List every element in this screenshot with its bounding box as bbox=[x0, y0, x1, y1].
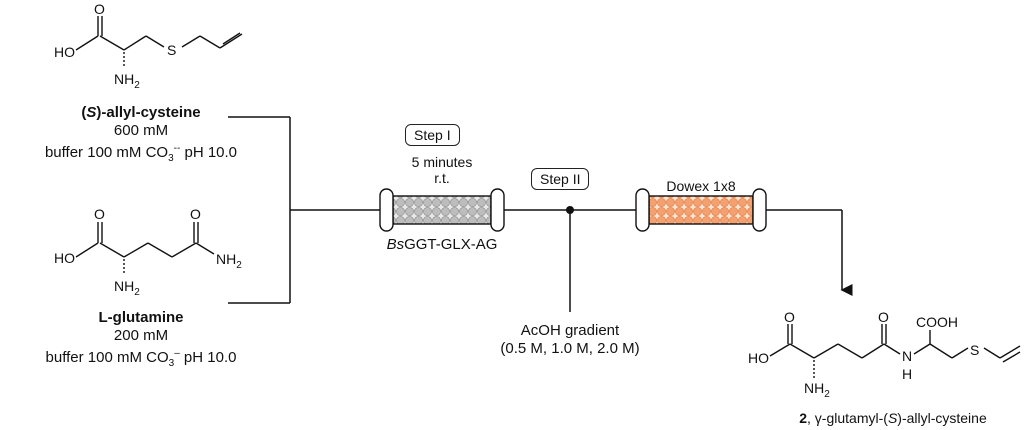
step2-box: Step II bbox=[531, 168, 590, 190]
eluent-line1: AcOH gradient bbox=[520, 322, 620, 339]
oxygen-atom: O bbox=[878, 309, 889, 325]
eluent-line2: (0.5 M, 1.0 M, 2.0 M) bbox=[500, 340, 640, 357]
nitrogen-atom: N bbox=[902, 348, 912, 364]
hydroxyl-group: HO bbox=[54, 250, 75, 266]
oxygen-atom: O bbox=[784, 309, 795, 325]
eluent-label: AcOH gradient (0.5 M, 1.0 M, 2.0 M) bbox=[470, 322, 670, 358]
reactant1-name: (S)-allyl-cysteine bbox=[81, 104, 201, 121]
reactant1-label: (S)-allyl-cysteine 600 mM buffer 100 mM … bbox=[0, 104, 282, 168]
sulfur-atom: S bbox=[167, 42, 176, 58]
amine-group: NH2 bbox=[804, 380, 830, 400]
allyl-cysteine-structure bbox=[75, 16, 243, 68]
product-label: 2, γ-glutamyl-(S)-allyl-cysteine bbox=[799, 410, 987, 426]
reactant2-name: L-glutamine bbox=[98, 309, 184, 326]
product-structure bbox=[769, 324, 1021, 378]
dowex-label: Dowex 1x8 bbox=[666, 178, 736, 194]
enzyme-label: BsGGT-GLX-AG bbox=[386, 236, 498, 253]
junction-point bbox=[566, 206, 574, 214]
oxygen-atom: O bbox=[94, 206, 105, 222]
hydrogen-atom: H bbox=[902, 366, 912, 382]
dowex-column bbox=[635, 188, 767, 232]
reactant2-buffer: buffer 100 mM CO3– pH 10.0 bbox=[45, 348, 237, 369]
reactant1-buffer: buffer 100 mM CO3-- pH 10.0 bbox=[44, 143, 238, 164]
amide-group: NH2 bbox=[216, 251, 242, 271]
step1-conditions: 5 minutes r.t. bbox=[392, 154, 492, 186]
reactant2-concentration: 200 mM bbox=[113, 327, 169, 344]
oxygen-atom: O bbox=[190, 206, 201, 222]
reactant2-label: L-glutamine 200 mM buffer 100 mM CO3– pH… bbox=[0, 309, 282, 373]
step1-temperature: r.t. bbox=[434, 170, 450, 186]
oxygen-atom: O bbox=[94, 1, 105, 17]
enzyme-column bbox=[379, 188, 505, 232]
step1-box: Step I bbox=[405, 124, 460, 146]
amine-group: NH2 bbox=[114, 71, 140, 91]
step1-time: 5 minutes bbox=[411, 154, 473, 170]
glutamine-structure bbox=[75, 222, 215, 275]
reactant1-concentration: 600 mM bbox=[113, 122, 169, 139]
hydroxyl-group: HO bbox=[54, 44, 75, 60]
sulfur-atom: S bbox=[970, 342, 979, 358]
amine-group: NH2 bbox=[114, 278, 140, 298]
carboxyl-group: COOH bbox=[916, 314, 958, 330]
hydroxyl-group: HO bbox=[748, 350, 769, 366]
